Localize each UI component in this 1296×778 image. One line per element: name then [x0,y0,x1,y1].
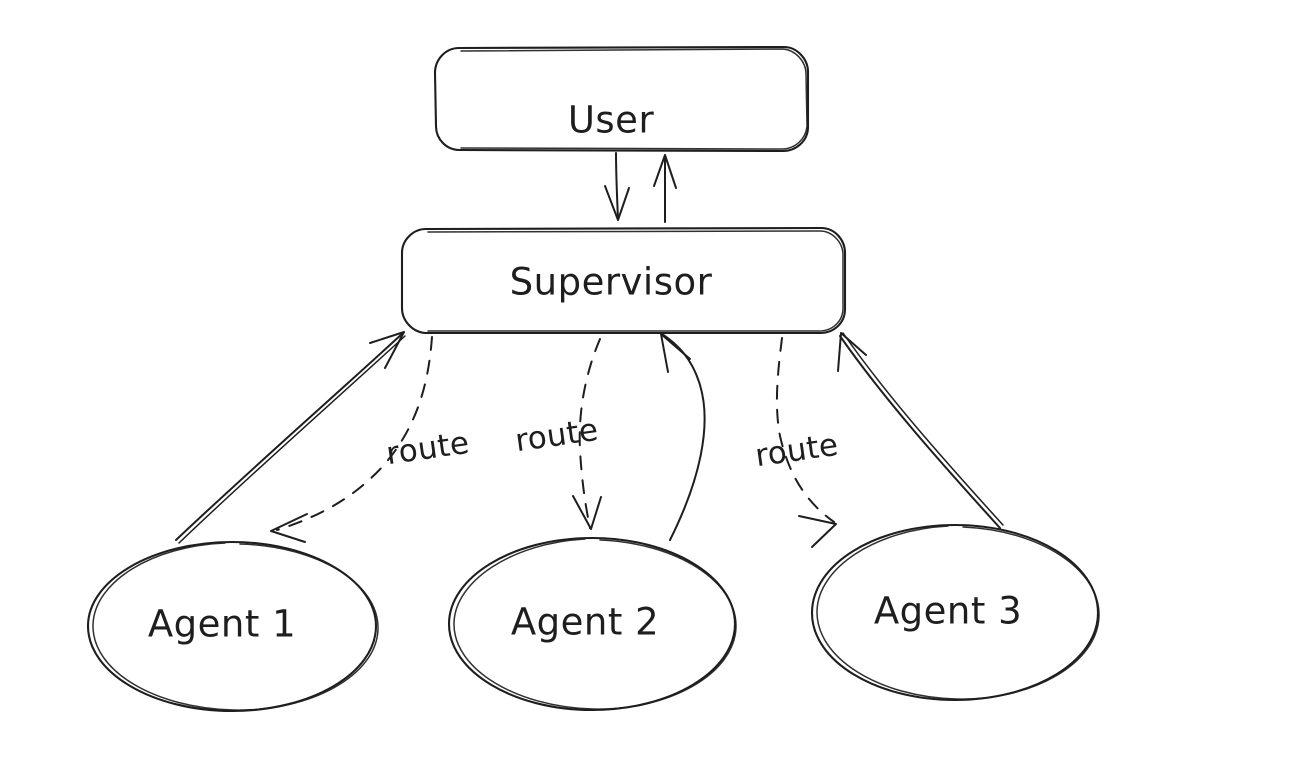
agent1-label: Agent 1 [148,603,296,646]
edge-agent3-to-supervisor-line [839,335,1001,529]
node-agent3[interactable]: Agent 3 [810,523,1100,702]
agent2-label: Agent 2 [511,601,659,644]
edge-supervisor-to-agent3[interactable]: route [753,337,841,548]
user-box-outline [433,45,810,153]
user-box-outline-sketch [460,48,808,150]
edge-agent3-to-supervisor-arrowhead [837,332,867,372]
edge-agent3-to-supervisor[interactable] [837,332,1004,529]
supervisor-label: Supervisor [510,261,713,304]
agent3-label: Agent 3 [874,590,1022,633]
edge-user-to-supervisor-line [615,152,619,220]
edge-agent1-to-supervisor[interactable] [175,331,406,544]
agent2-ellipse-outline-sketch [453,538,737,710]
edge-supervisor-to-agent2-line [578,338,601,529]
edge-agent3-to-supervisor-line-sketch [842,332,1004,526]
edge-label-route-1: route [384,425,472,472]
edge-user-to-supervisor[interactable] [604,152,630,221]
supervisor-box-outline [400,226,847,335]
edge-supervisor-to-user-arrowhead [653,154,677,189]
edge-agent2-to-supervisor[interactable] [660,333,706,541]
node-agent2[interactable]: Agent 2 [447,536,737,712]
node-supervisor[interactable]: Supervisor [400,226,847,335]
edge-supervisor-to-agent3-line [775,337,835,523]
edge-supervisor-to-user[interactable] [653,154,677,223]
edge-label-route-3: route [753,427,841,474]
user-label: User [568,99,655,142]
edge-agent1-to-supervisor-line-sketch [178,335,406,544]
edge-agent2-to-supervisor-arrowhead [660,333,691,373]
edge-supervisor-to-agent2[interactable]: route [513,338,602,530]
edge-supervisor-to-agent2-arrowhead [572,495,602,530]
edge-agent1-to-supervisor-line [175,332,404,541]
agent3-ellipse-outline-sketch [816,525,1100,700]
agent1-ellipse-outline-sketch [92,542,379,711]
node-user[interactable]: User [433,45,810,153]
supervisor-box-outline-sketch [427,230,844,332]
agent3-ellipse-outline [810,523,1100,702]
edge-agent1-to-supervisor-arrowhead [369,331,405,369]
edge-label-route-2: route [513,412,601,459]
edge-agent2-to-supervisor-line [661,333,706,541]
edge-supervisor-to-agent1-arrowhead [270,513,308,543]
node-agent1[interactable]: Agent 1 [86,540,379,713]
edge-supervisor-to-agent3-arrowhead [798,515,837,548]
edge-user-to-supervisor-arrowhead [604,185,630,221]
edge-supervisor-to-agent1-line [276,336,433,531]
edge-supervisor-to-agent1[interactable]: route [270,336,472,543]
